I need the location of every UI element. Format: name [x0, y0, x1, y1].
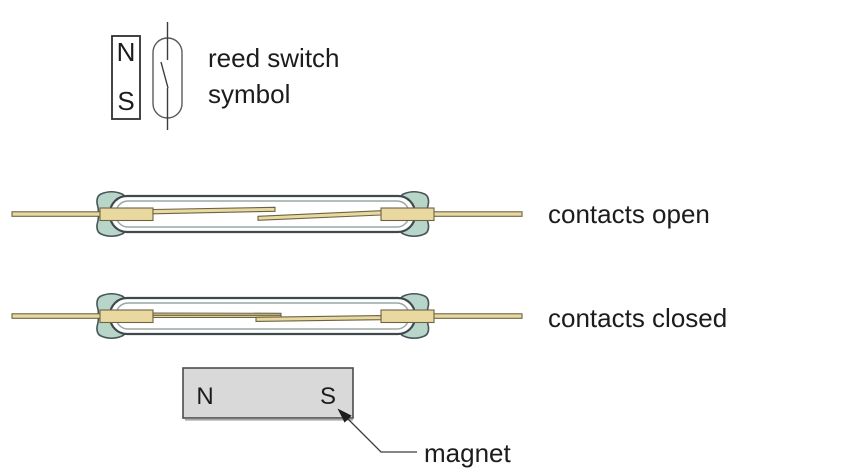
reed-contact-left-open	[152, 206, 276, 215]
lead-wire-left	[11, 313, 105, 319]
symbol-magnet-outline	[111, 35, 141, 120]
contacts-open-label: contacts open	[548, 199, 710, 229]
reed-contact-right-open	[257, 210, 382, 221]
contacts-closed-label: contacts closed	[548, 303, 727, 333]
lead-wire-right	[429, 313, 523, 319]
lead-wire-left	[11, 211, 105, 217]
magnet-callout-arrowhead-icon	[337, 408, 352, 423]
symbol-caption-line1: reed switch	[208, 43, 340, 73]
symbol-magnet-south-label: S	[117, 86, 134, 116]
magnet-group: N S magnet	[182, 367, 511, 468]
lead-wire-right	[429, 211, 523, 217]
lead-stem-left	[99, 309, 154, 324]
magnet-caption: magnet	[424, 438, 511, 468]
lead-stem-right	[380, 207, 435, 222]
reed-switch-symbol-group: N S reed switch symbol	[111, 22, 340, 130]
magnet-body	[182, 367, 354, 419]
symbol-contact-blade-line	[160, 61, 169, 89]
reed-switch-closed-drawing	[11, 292, 523, 340]
reed-contact-right-closed	[255, 315, 382, 322]
magnet-south-label: S	[320, 383, 336, 410]
magnet-callout-line	[341, 412, 417, 453]
reed-switch-open-drawing	[11, 190, 523, 238]
lead-stem-right	[380, 309, 435, 324]
magnet-north-label: N	[196, 383, 213, 410]
symbol-magnet-north-label: N	[117, 37, 136, 67]
symbol-caption-line2: symbol	[208, 79, 290, 109]
lead-stem-left	[99, 207, 154, 222]
